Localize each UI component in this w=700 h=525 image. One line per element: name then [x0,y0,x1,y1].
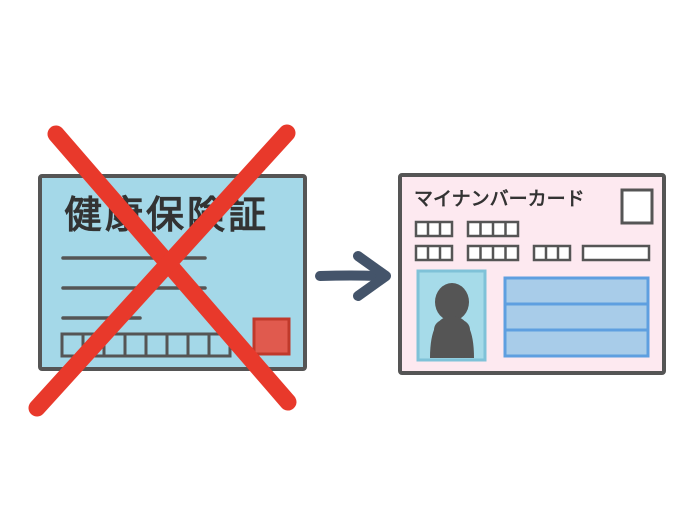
person-silhouette-icon [430,283,474,358]
health-insurance-card: 健康保険証 [28,124,307,417]
info-field [503,328,650,358]
chip-box [620,188,654,225]
info-field [503,276,650,306]
my-number-card: マイナンバーカード [398,173,666,375]
health-insurance-card-title: 健康保険証 [64,193,269,237]
my-number-card-title: マイナンバーカード [414,188,585,210]
arrow-right-icon [315,251,391,301]
stamp [252,317,291,356]
number-boxes-row-2 [414,244,651,262]
cross-mark [28,124,297,417]
info-fields [503,276,650,358]
photo-frame [416,269,487,362]
cross-stroke-2 [28,124,296,417]
info-field [503,302,650,332]
number-boxes-row-1 [414,220,520,238]
